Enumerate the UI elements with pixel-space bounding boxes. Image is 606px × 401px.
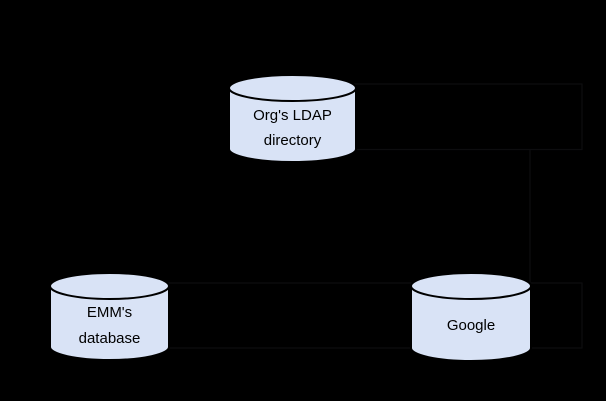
- google-cylinder: [410, 272, 532, 362]
- google-cylinder-body: [410, 272, 532, 362]
- emm-cylinder-body: [49, 272, 170, 361]
- ldap-cylinder: [228, 74, 357, 163]
- google-cylinder-top-arc: [410, 285, 532, 300]
- emm-cylinder-top-arc: [49, 285, 170, 300]
- emm-database-cylinder: [49, 272, 170, 361]
- ldap-cylinder-top-arc: [228, 87, 357, 102]
- faint-box-top-right: [339, 83, 583, 151]
- ldap-cylinder-body: [228, 74, 357, 163]
